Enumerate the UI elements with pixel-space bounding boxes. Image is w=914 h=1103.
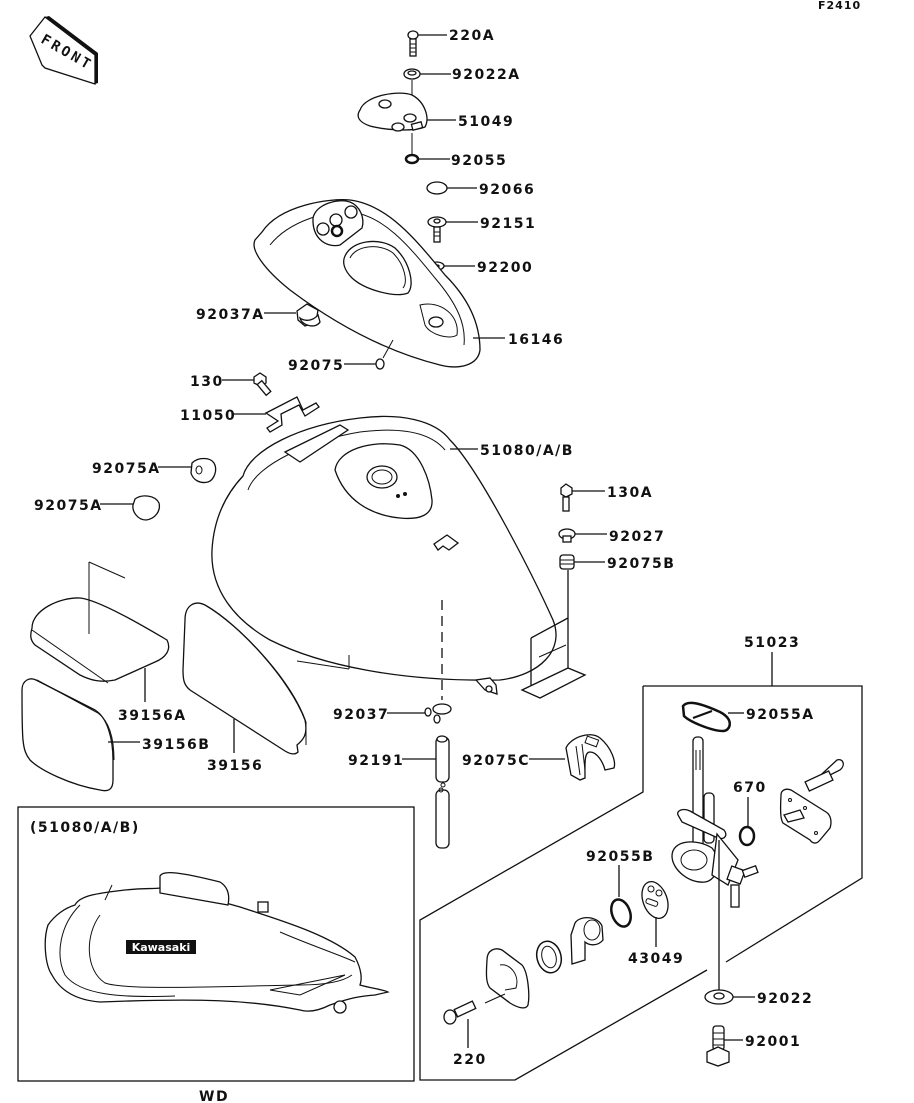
collar-92027-icon — [558, 528, 576, 543]
label-92027[interactable]: 92027 — [609, 529, 665, 545]
pad-39156B-icon — [21, 678, 115, 792]
label-92066[interactable]: 92066 — [479, 182, 535, 198]
kawasaki-logo-text: Kawasaki — [132, 941, 191, 954]
lever-plate-icon — [485, 948, 530, 1009]
bolt-92001-icon — [706, 1025, 730, 1067]
bolt-130-icon — [253, 372, 272, 397]
label-51080AB[interactable]: 51080/A/B — [480, 443, 574, 459]
label-92075A-2[interactable]: 92075A — [34, 498, 103, 514]
fuel-tank-51080-icon — [211, 415, 587, 699]
oring-92055-icon — [404, 153, 420, 165]
cap-92066-icon — [426, 181, 448, 195]
tank-console-16146-icon — [253, 199, 481, 368]
screw-fuel-cock-icon — [804, 759, 844, 792]
label-220A[interactable]: 220A — [449, 28, 495, 44]
label-11050[interactable]: 11050 — [180, 408, 236, 424]
label-92055B[interactable]: 92055B — [586, 849, 654, 865]
damper-92075A-2-icon — [132, 495, 161, 521]
washer-92022-icon — [704, 989, 734, 1005]
gasket-43049-icon — [641, 881, 669, 919]
front-arrow-icon: FRONT — [29, 16, 98, 85]
label-670[interactable]: 670 — [733, 780, 767, 796]
label-92075C[interactable]: 92075C — [462, 753, 530, 769]
grommet-92075B-icon — [559, 554, 575, 570]
cover-plate-icon — [779, 788, 832, 844]
damper-92075C-icon — [565, 734, 616, 781]
pad-39156A-icon — [30, 597, 170, 684]
kawasaki-logo: Kawasaki — [126, 940, 196, 954]
label-92037A[interactable]: 92037A — [196, 307, 265, 323]
plate-51049-icon — [357, 92, 428, 132]
label-92151[interactable]: 92151 — [480, 216, 536, 232]
label-92075B[interactable]: 92075B — [607, 556, 675, 572]
pad-39156-icon — [182, 602, 307, 755]
label-92075A-1[interactable]: 92075A — [92, 461, 161, 477]
hose-92191-icon — [435, 735, 450, 849]
bracket-11050-icon — [264, 396, 320, 433]
label-92055A[interactable]: 92055A — [746, 707, 815, 723]
label-92022A[interactable]: 92022A — [452, 67, 521, 83]
label-92075[interactable]: 92075 — [288, 358, 344, 374]
label-16146[interactable]: 16146 — [508, 332, 564, 348]
bolt-130A-icon — [560, 483, 573, 512]
fuel-tank-side-view-icon — [44, 872, 390, 1014]
label-43049[interactable]: 43049 — [628, 951, 684, 967]
label-39156A[interactable]: 39156A — [118, 708, 187, 724]
label-92200[interactable]: 92200 — [477, 260, 533, 276]
clip-92037A-icon — [296, 303, 321, 327]
label-130A[interactable]: 130A — [607, 485, 653, 501]
screw-92151-icon — [427, 216, 447, 243]
oring-670-icon — [738, 825, 756, 847]
label-220[interactable]: 220 — [453, 1052, 487, 1068]
lever-icon — [570, 917, 604, 965]
washer-92022A-icon — [403, 68, 421, 80]
damper-92075A-icon — [190, 457, 217, 484]
fuel-cock-body-icon — [671, 736, 759, 908]
label-39156B[interactable]: 39156B — [142, 737, 210, 753]
screw-220-icon — [443, 1000, 477, 1025]
fuel-cock-assembly-frame — [419, 685, 863, 1081]
label-92055[interactable]: 92055 — [451, 153, 507, 169]
label-92191[interactable]: 92191 — [348, 753, 404, 769]
model-code: WD — [199, 1089, 229, 1103]
label-92022[interactable]: 92022 — [757, 991, 813, 1007]
clip-92037-icon — [424, 703, 452, 724]
label-51023[interactable]: 51023 — [744, 635, 800, 651]
inset-title: (51080/A/B) — [30, 820, 140, 836]
label-92037[interactable]: 92037 — [333, 707, 389, 723]
screw-220A-icon — [407, 30, 419, 57]
label-130[interactable]: 130 — [190, 374, 224, 390]
gasket-92055A-icon — [681, 701, 731, 733]
oring-92055B-icon — [610, 898, 632, 928]
grommet-92075-icon — [375, 358, 385, 370]
label-51049[interactable]: 51049 — [458, 114, 514, 130]
label-39156[interactable]: 39156 — [207, 758, 263, 774]
label-92001[interactable]: 92001 — [745, 1034, 801, 1050]
diagram-code: F2410 — [818, 0, 861, 12]
seal-icon — [535, 940, 563, 974]
